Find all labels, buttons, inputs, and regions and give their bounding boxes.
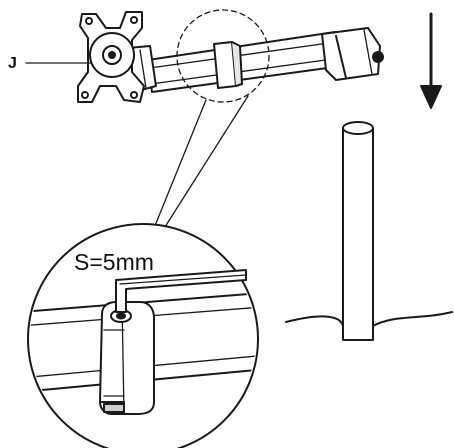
detail-leader-lines [149,95,249,239]
monitor-arm [127,27,384,93]
down-arrow-icon [420,12,442,109]
allen-key-icon [115,269,247,313]
pole [285,121,453,341]
detail-highlight-circle [176,9,270,103]
detail-view [27,223,259,448]
vesa-plate [77,11,145,103]
label-j: J [8,55,17,72]
label-allen-key-size: S=5mm [74,249,154,275]
